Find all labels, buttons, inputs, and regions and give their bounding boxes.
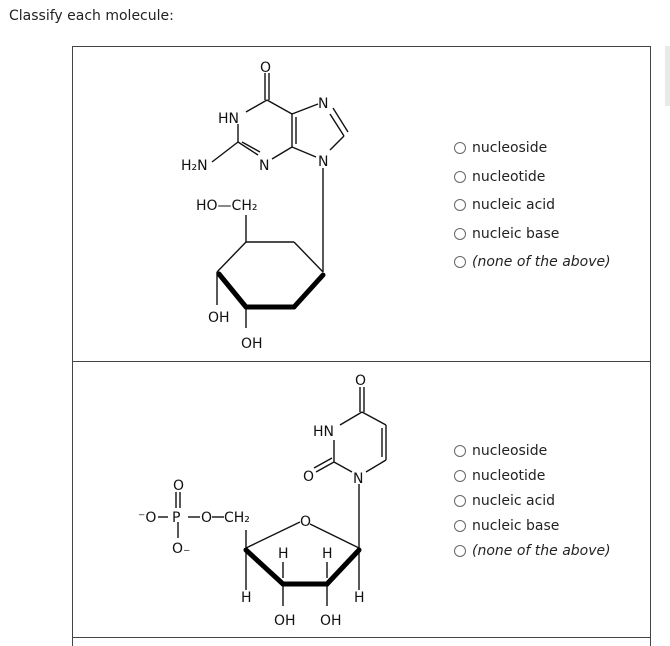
molecule-table — [72, 46, 651, 646]
atom-n: N — [318, 96, 328, 112]
atom-h: H — [278, 546, 289, 562]
atom-o-minus: ⁻O — [138, 510, 156, 526]
radio-button[interactable] — [454, 199, 466, 211]
options-molecule-1: nucleoside nucleotide nucleic acid nucle… — [454, 137, 611, 280]
radio-button[interactable] — [454, 495, 466, 507]
row-divider — [72, 361, 651, 362]
atom-h: H — [354, 590, 365, 606]
atom-o-bridge: O — [201, 510, 212, 526]
group-oh: OH — [274, 613, 296, 629]
atom-n: N — [353, 471, 363, 487]
group-oh: OH — [320, 613, 342, 629]
scroll-edge — [665, 46, 670, 106]
atom-o: O — [355, 373, 366, 389]
option-nucleic-acid[interactable]: nucleic acid — [454, 194, 611, 216]
radio-button[interactable] — [454, 545, 466, 557]
option-nucleotide[interactable]: nucleotide — [454, 166, 611, 188]
atom-p: P — [172, 510, 180, 526]
radio-button[interactable] — [454, 470, 466, 482]
group-ho-ch2: HO—CH₂ — [196, 198, 257, 214]
atom-hn: HN — [218, 111, 239, 127]
option-nucleotide[interactable]: nucleotide — [454, 465, 611, 487]
option-none[interactable]: (none of the above) — [454, 540, 611, 562]
atom-o: O — [260, 60, 271, 76]
option-nucleic-base[interactable]: nucleic base — [454, 223, 611, 245]
atom-o: O — [303, 469, 314, 485]
question-prompt: Classify each molecule: — [9, 8, 174, 24]
atom-o-minus: O₋ — [172, 541, 190, 557]
atom-h: H — [241, 590, 252, 606]
atom-hn: HN — [313, 424, 334, 440]
radio-button[interactable] — [454, 256, 466, 268]
radio-button[interactable] — [454, 142, 466, 154]
atom-o: O — [173, 478, 184, 494]
group-oh: OH — [241, 336, 263, 352]
option-nucleic-acid[interactable]: nucleic acid — [454, 490, 611, 512]
atom-o-ring: O — [300, 514, 311, 530]
radio-button[interactable] — [454, 170, 466, 183]
atom-h2n: H₂N — [181, 158, 208, 174]
group-ch2: CH₂ — [224, 510, 250, 526]
atom-n: N — [318, 154, 328, 170]
atom-h: H — [322, 546, 333, 562]
radio-button[interactable] — [454, 520, 466, 532]
option-nucleoside[interactable]: nucleoside — [454, 137, 611, 159]
option-nucleic-base[interactable]: nucleic base — [454, 515, 611, 537]
group-oh: OH — [208, 310, 230, 326]
option-none[interactable]: (none of the above) — [454, 251, 611, 273]
option-nucleoside[interactable]: nucleoside — [454, 440, 611, 462]
row-divider — [72, 637, 651, 638]
options-molecule-2: nucleoside nucleotide nucleic acid nucle… — [454, 440, 611, 565]
radio-button[interactable] — [454, 227, 466, 240]
radio-button[interactable] — [454, 445, 466, 457]
atom-n: N — [259, 158, 269, 174]
